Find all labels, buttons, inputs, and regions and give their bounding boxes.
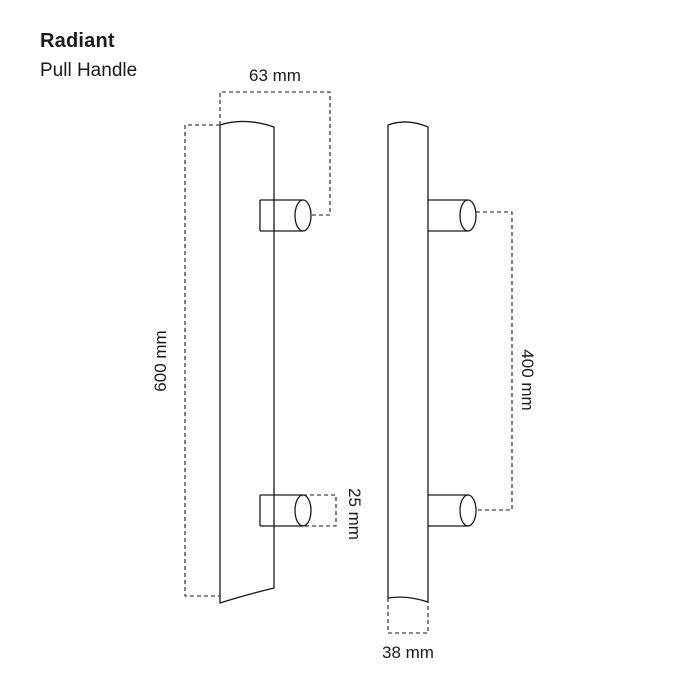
product-title: Radiant [40, 30, 115, 52]
dim-length-label: 600 mm [151, 330, 170, 391]
dim-diameter-label: 25 mm [345, 488, 364, 540]
left-top-leg [259, 199, 312, 232]
right-handle [387, 121, 477, 603]
dim-width-line [387, 598, 429, 634]
dim-centres-label: 400 mm [518, 349, 537, 410]
dim-width-label: 38 mm [382, 643, 434, 662]
right-handle-bar [387, 121, 429, 603]
dim-standoff-label: 63 mm [249, 66, 301, 85]
right-top-leg [428, 199, 477, 232]
dim-length-line [184, 124, 220, 597]
left-bottom-leg [259, 494, 312, 527]
dim-diameter-line [303, 494, 337, 527]
right-bottom-leg [428, 494, 477, 527]
left-handle-bar [219, 120, 275, 604]
dim-standoff-line [219, 91, 331, 216]
dim-centres-line [476, 211, 513, 511]
product-subtitle: Pull Handle [40, 60, 138, 81]
left-handle [219, 120, 312, 604]
